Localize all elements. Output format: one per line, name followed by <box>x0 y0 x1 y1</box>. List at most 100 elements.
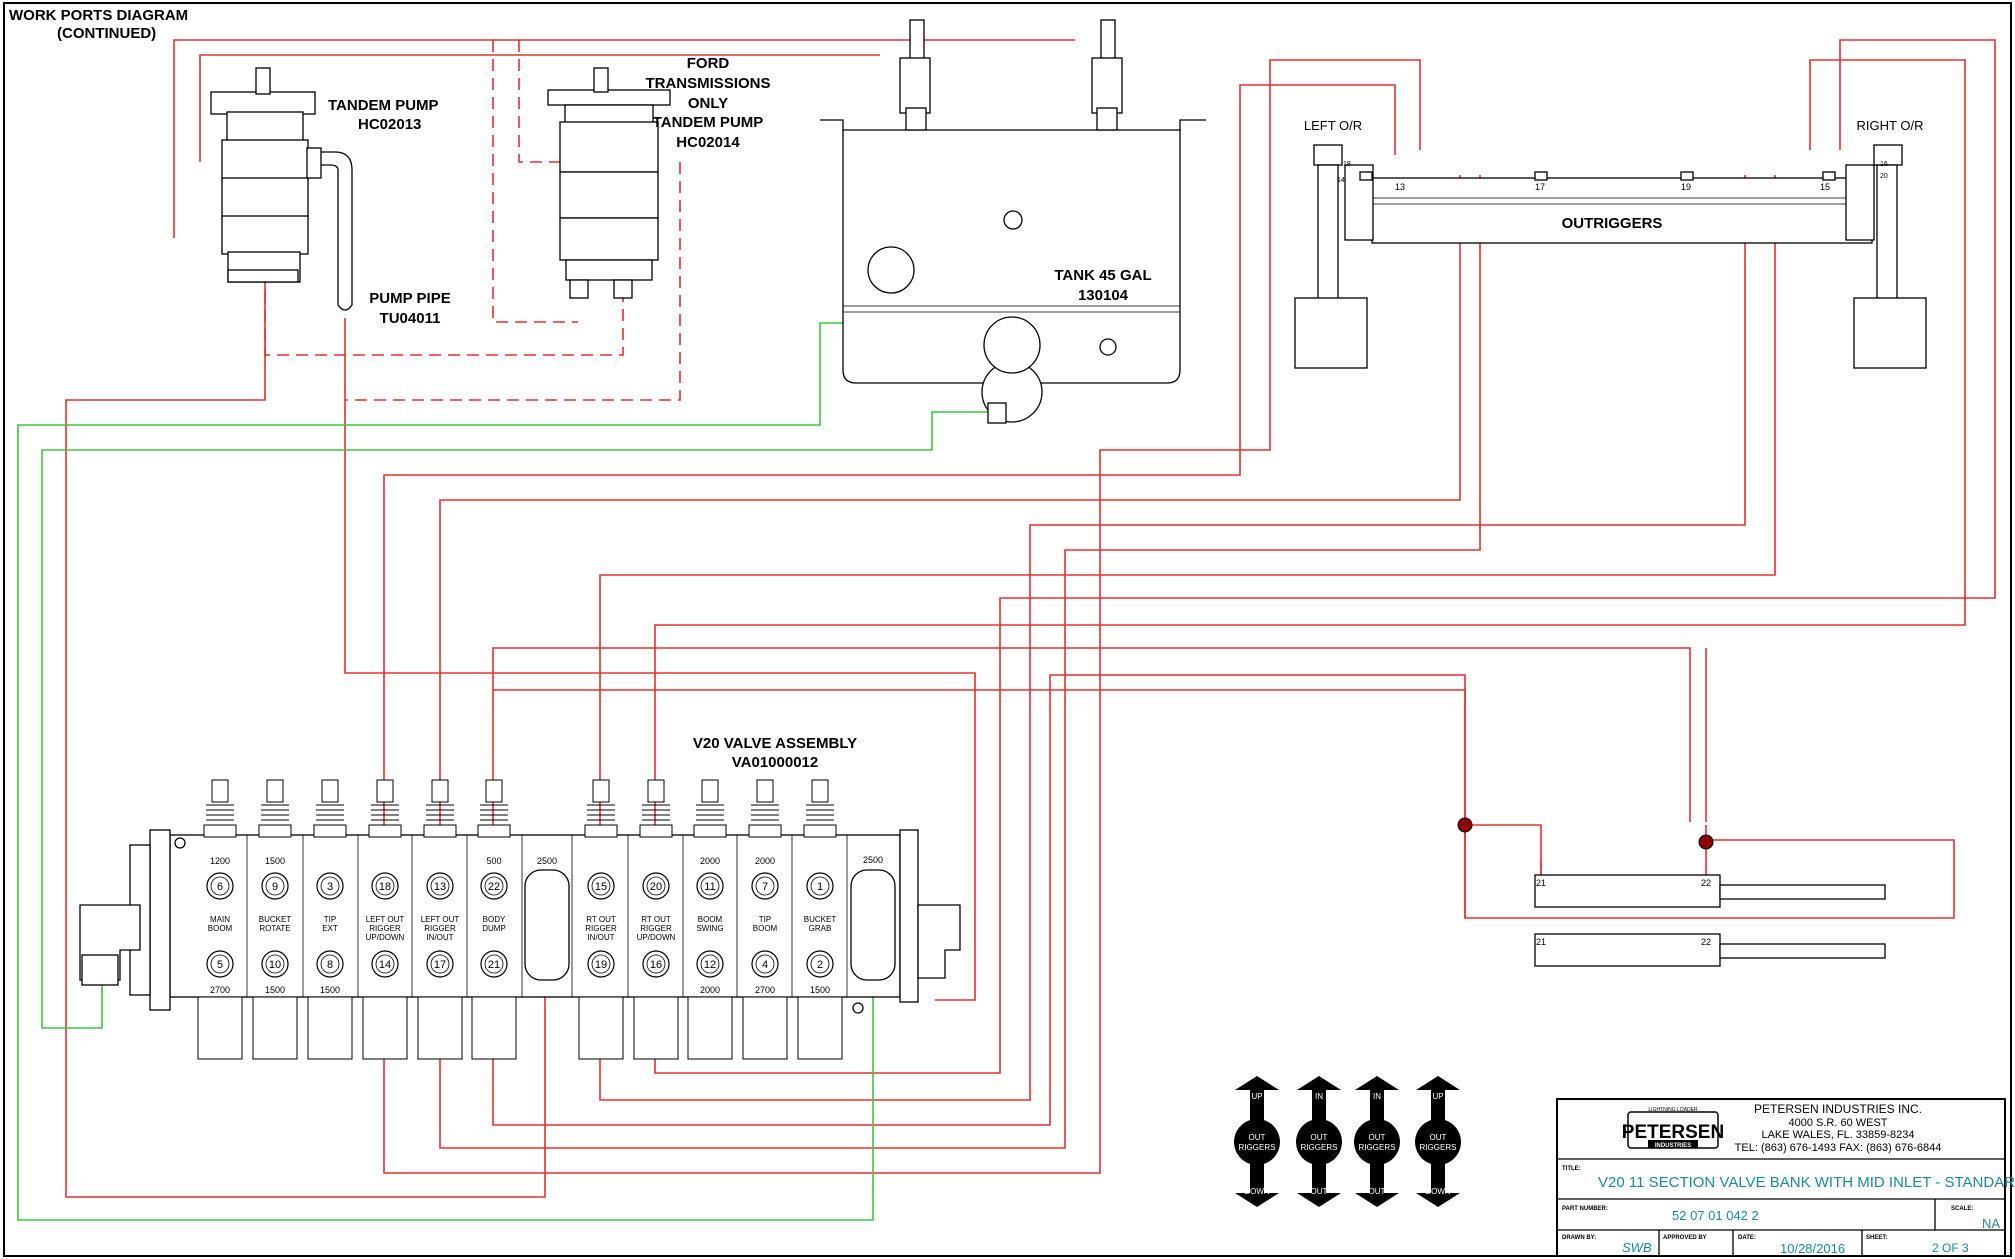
valve-handle[interactable] <box>647 779 665 803</box>
top-port-number: 9 <box>272 881 278 893</box>
top-port-number: 20 <box>650 881 662 893</box>
right-or-label: RIGHT O/R <box>1857 118 1924 133</box>
drawing-border <box>3 2 2012 1257</box>
section-label-3: IN/OUT <box>587 933 614 942</box>
scale-label: SCALE: <box>1951 1206 1973 1212</box>
outriggers-label: OUTRIGGERS <box>1562 215 1663 232</box>
drawn-by-label: DRAWN BY: <box>1562 1235 1596 1241</box>
legend-top-label: IN <box>1373 1092 1381 1101</box>
valve-spool-end <box>417 996 463 1060</box>
legend-circle <box>1415 1119 1461 1165</box>
section-label-3: IN/OUT <box>426 933 453 942</box>
date-label: DATE: <box>1738 1235 1756 1241</box>
valve-handle[interactable] <box>701 779 719 803</box>
drawn-by-value: SWB <box>1622 1240 1652 1255</box>
ford-label-1: FORD <box>687 55 730 72</box>
legend-circle <box>1234 1119 1280 1165</box>
bottom-port-number: 2 <box>817 959 823 971</box>
legend-arrow-up <box>1235 1076 1279 1090</box>
tank-part: 130104 <box>1078 287 1129 304</box>
valve-spool-end <box>252 996 298 1060</box>
top-port-number: 13 <box>434 881 446 893</box>
section-label-2: RIGGER <box>585 924 617 933</box>
ford-label-2: TRANSMISSIONS <box>645 75 770 92</box>
top-pressure: 500 <box>486 856 501 866</box>
section-label-2: RIGGER <box>640 924 672 933</box>
section-label-1: LEFT OUT <box>366 915 405 924</box>
legend-mid-label-2: RIGGERS <box>1420 1143 1457 1152</box>
legend-circle <box>1354 1119 1400 1165</box>
legend-circle <box>1296 1119 1342 1165</box>
approved-by-label: APPROVED BY <box>1663 1235 1707 1241</box>
valve-handle[interactable] <box>811 779 829 803</box>
valve-handle[interactable] <box>485 779 503 803</box>
sheet-value: 2 OF 3 <box>1932 1241 1969 1255</box>
top-pressure: 2500 <box>537 856 557 866</box>
section-label-2: RIGGER <box>424 924 456 933</box>
logo-bottom-text: INDUSTRIES <box>1655 1143 1691 1149</box>
tandem-pump-label: TANDEM PUMP <box>328 97 439 114</box>
legend-bottom-label: DOWN <box>1244 1187 1270 1196</box>
valve-handle[interactable] <box>592 779 610 803</box>
outriggers-drawing <box>1294 144 1927 369</box>
section-label-2: DUMP <box>482 924 506 933</box>
top-pressure: 1200 <box>210 856 230 866</box>
valve-handle[interactable] <box>431 779 449 803</box>
top-port-number: 6 <box>217 881 223 893</box>
top-port-number: 22 <box>488 881 500 893</box>
valve-section-labels: 12006MAINBOOM5270015009BUCKETROTATE10150… <box>206 856 837 995</box>
logo-main-text: PETERSEN <box>1622 1122 1724 1143</box>
legend-arrow-down <box>1416 1193 1460 1207</box>
bottom-port-number: 12 <box>704 959 716 971</box>
bottom-port-number: 14 <box>379 959 391 971</box>
section-label-2: EXT <box>322 924 338 933</box>
valve-handle[interactable] <box>321 779 339 803</box>
legend-arrow-up <box>1297 1076 1341 1090</box>
valve-handle[interactable] <box>211 779 229 803</box>
valve-handle[interactable] <box>376 779 394 803</box>
legend-arrow-down <box>1297 1193 1341 1207</box>
legend-arrow-down <box>1235 1193 1279 1207</box>
bottom-pressure: 2000 <box>700 985 720 995</box>
drawing-title: V20 11 SECTION VALVE BANK WITH MID INLET… <box>1598 1174 2015 1191</box>
title-label: TITLE: <box>1562 1166 1581 1172</box>
section-label-1: BUCKET <box>804 915 837 924</box>
section-label-1: LEFT OUT <box>421 915 460 924</box>
valve-spool-end <box>307 996 353 1060</box>
valve-spool-end <box>797 996 843 1060</box>
section-label-2: SWING <box>696 924 723 933</box>
valve-handle[interactable] <box>266 779 284 803</box>
legend-bottom-label: DOWN <box>1425 1187 1451 1196</box>
bottom-pressure: 2700 <box>210 985 230 995</box>
logo-top-text: LIGHTNING LOADER <box>1648 1107 1698 1113</box>
valve-spool-end <box>687 996 733 1060</box>
valve-assembly-label: V20 VALVE ASSEMBLY <box>693 735 857 752</box>
legend-bottom-label: OUT <box>1311 1187 1328 1196</box>
bottom-port-number: 21 <box>488 959 500 971</box>
legend-bottom-label: OUT <box>1369 1187 1386 1196</box>
section-label-2: RIGGER <box>369 924 401 933</box>
company-phone: TEL: (863) 676-1493 FAX: (863) 676-6844 <box>1735 1142 1942 1154</box>
ford-part: HC02014 <box>676 134 740 151</box>
valve-spool-end <box>633 996 679 1060</box>
bottom-port-number: 8 <box>327 959 333 971</box>
legend-arrow-up <box>1416 1076 1460 1090</box>
left-or-port-18: 18 <box>1343 161 1351 168</box>
legend-mid-label-1: OUT <box>1369 1133 1386 1142</box>
bottom-pressure: 2700 <box>755 985 775 995</box>
legend-mid-label-2: RIGGERS <box>1359 1143 1396 1152</box>
bottom-port-number: 5 <box>217 959 223 971</box>
valve-handle[interactable] <box>756 779 774 803</box>
section-label-1: MAIN <box>210 915 230 924</box>
legend-mid-label-1: OUT <box>1430 1133 1447 1142</box>
bottom-port-number: 10 <box>269 959 281 971</box>
section-label-2: BOOM <box>208 924 233 933</box>
bottom-pressure: 1500 <box>265 985 285 995</box>
ford-label-3: ONLY <box>688 95 728 112</box>
top-pressure: 1500 <box>265 856 285 866</box>
valve-spool-end <box>362 996 408 1060</box>
legend-mid-label-2: RIGGERS <box>1239 1143 1276 1152</box>
bottom-port-number: 17 <box>434 959 446 971</box>
header-line1: WORK PORTS DIAGRAM <box>9 7 188 24</box>
